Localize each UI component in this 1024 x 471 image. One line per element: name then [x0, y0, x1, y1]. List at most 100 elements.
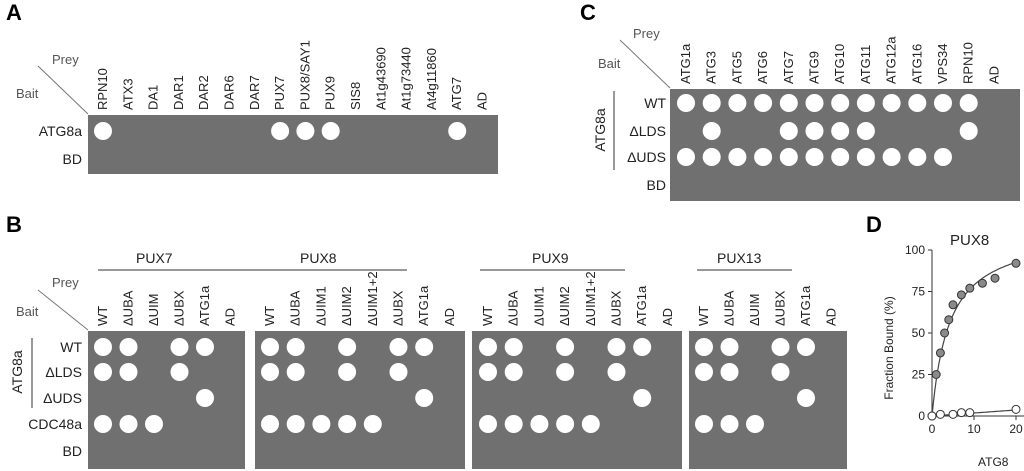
panel-b-col-pux8-atg1a: ATG1a — [416, 285, 431, 326]
panel-b-col-pux9-uim2: ΔUIM2 — [557, 286, 572, 326]
panel-c-col-rpn10: RPN10 — [961, 42, 976, 84]
x-tick-label-20: 20 — [1009, 422, 1023, 436]
panel-b-dot-pux8-lds-ubx — [389, 363, 408, 381]
panel-b-dot-pux9-cdc48a-wt — [479, 415, 497, 433]
panel-a-row-bd: BD — [63, 151, 82, 167]
panel-b-dot-pux9-lds-ubx — [607, 363, 626, 381]
panel-b-row-uds: ΔUDS — [43, 390, 82, 406]
panel-a-dots — [94, 122, 467, 140]
panel-c-dot-uds-atg11 — [856, 148, 875, 166]
panel-b-col-pux8-ad: AD — [442, 308, 457, 326]
panel-a-col-pux7: PUX7 — [272, 76, 287, 110]
panel-c-dot-wt-atg16 — [908, 94, 927, 112]
panel-b-row-cdc48a: CDC48a — [28, 416, 82, 432]
panel-b-dot-pux9-wt-atg1a — [633, 338, 652, 356]
panel-c-dot-uds-atg12a — [882, 148, 901, 166]
panel-a-col-dar7: DAR7 — [247, 75, 262, 110]
panel-b-dot-pux7-cdc48a-uim — [145, 415, 163, 433]
panel-c-dot-lds-atg7 — [779, 122, 798, 140]
panel-a-col-sis8: SIS8 — [348, 82, 363, 110]
panel-b-label: B — [6, 212, 22, 237]
panel-b-dot-pux8-cdc48a-uim1 — [312, 415, 331, 433]
panel-c-corner-divider — [619, 39, 671, 89]
panel-c-col-atg5: ATG5 — [729, 51, 744, 84]
series-1-point-10 — [1011, 258, 1021, 268]
panel-b-group-label: ATG8a — [9, 350, 25, 394]
panel-b-dot-pux13-cdc48a-uim — [746, 415, 764, 433]
y-tick-label-25: 25 — [912, 368, 926, 382]
panel-c-dot-wt-atg6 — [754, 94, 773, 112]
panel-b-grid-box-pux7 — [88, 331, 245, 469]
series-1-point-2 — [935, 348, 945, 358]
y-tick-label-100: 100 — [905, 243, 925, 257]
series-1-point-6 — [956, 290, 966, 300]
panel-a-label: A — [6, 0, 22, 25]
panel-c-col-atg7: ATG7 — [781, 51, 796, 84]
panel-b-col-pux13-uim: ΔUIM — [747, 293, 762, 326]
panel-b-col-pux8-uim1: ΔUIM1 — [313, 286, 328, 326]
panel-c-dot-wt-atg10 — [831, 94, 850, 112]
panel-b-dot-pux13-wt-uba — [720, 338, 739, 356]
panel-c-group-label: ATG8a — [592, 108, 608, 152]
panel-b-dot-pux8-cdc48a-uba — [286, 415, 305, 433]
chart-points — [927, 258, 1021, 421]
panel-b-prey-label: Prey — [52, 275, 79, 290]
panel-b-dot-pux8-cdc48a-uim2 — [338, 415, 357, 433]
panel-b-dot-pux8-cdc48a-wt — [261, 415, 279, 433]
panel-b-title-pux9: PUX9 — [532, 250, 569, 266]
series-1-point-7 — [965, 283, 975, 293]
panel-b-grid-box-pux13 — [689, 331, 847, 469]
panel-b-row-wt: WT — [60, 339, 82, 355]
panel-b-col-pux9-ubx: ΔUBX — [609, 290, 624, 326]
panel-c-col-atg16: ATG16 — [909, 44, 924, 84]
panel-b-dot-pux9-lds-wt — [479, 363, 497, 381]
panel-a-dot-atg8a-atg7 — [448, 122, 467, 140]
panel-a-prey-label: Prey — [52, 52, 79, 67]
panel-b-dot-pux13-lds-uba — [720, 363, 739, 381]
panel-b-col-pux9-ad: AD — [660, 308, 675, 326]
series-2-point-4 — [965, 408, 975, 418]
panel-c-dot-uds-atg9 — [805, 148, 824, 166]
panel-b-col-pux8-wt: WT — [262, 306, 277, 326]
panel-b-dot-pux13-wt-wt — [695, 338, 713, 356]
panel-c-dot-uds-atg16 — [908, 148, 927, 166]
panel-b-col-pux7-uim: ΔUIM — [146, 293, 161, 326]
panel-b-dot-pux9-lds-uba — [504, 363, 523, 381]
panel-b-col-pux9-atg1a: ATG1a — [634, 285, 649, 326]
y-tick-label-50: 50 — [912, 326, 926, 340]
panel-b-row-lds: ΔLDS — [45, 364, 82, 380]
panel-b-col-pux9-uim1: ΔUIM1 — [531, 286, 546, 326]
panel-b-dot-pux9-cdc48a-uim1 — [530, 415, 549, 433]
series-1-point-9 — [990, 273, 1000, 283]
panel-b-bait-label: Bait — [16, 304, 39, 319]
panel-b-dot-pux9-wt-ubx — [607, 338, 626, 356]
panel-b-dot-pux7-lds-ubx — [170, 363, 189, 381]
panel-c-col-atg11: ATG11 — [858, 45, 873, 84]
panel-b-dot-pux7-uds-atg1a — [196, 389, 214, 407]
y-tick-label-0: 0 — [918, 409, 925, 423]
panel-c-row-wt: WT — [644, 95, 666, 111]
panel-a-col-ad: AD — [475, 92, 490, 110]
panel-b-dot-pux13-wt-atg1a — [797, 338, 815, 356]
panel-c-col-atg1a: ATG1a — [678, 43, 693, 84]
panel-a-dot-atg8a-pux8-say1 — [296, 122, 315, 140]
series-1-point-1 — [931, 370, 941, 379]
panel-b-dot-pux7-wt-ubx — [170, 338, 189, 356]
panel-b-dot-pux9-cdc48a-uim1-2 — [581, 415, 600, 433]
x-tick-label-10: 10 — [967, 422, 981, 436]
panel-b-dot-pux8-uds-atg1a — [415, 389, 434, 407]
panel-b-col-pux8-uim2: ΔUIM2 — [339, 286, 354, 326]
panel-c-dot-wt-atg3 — [702, 94, 721, 112]
panel-a-dot-atg8a-pux9 — [321, 122, 340, 140]
series-1-point-3 — [940, 328, 950, 338]
panel-b-col-pux9-uim1-2: ΔUIM1+2 — [583, 271, 598, 326]
panel-c-dot-uds-atg5 — [728, 148, 747, 166]
panel-b-col-pux7-ad: AD — [223, 308, 238, 326]
